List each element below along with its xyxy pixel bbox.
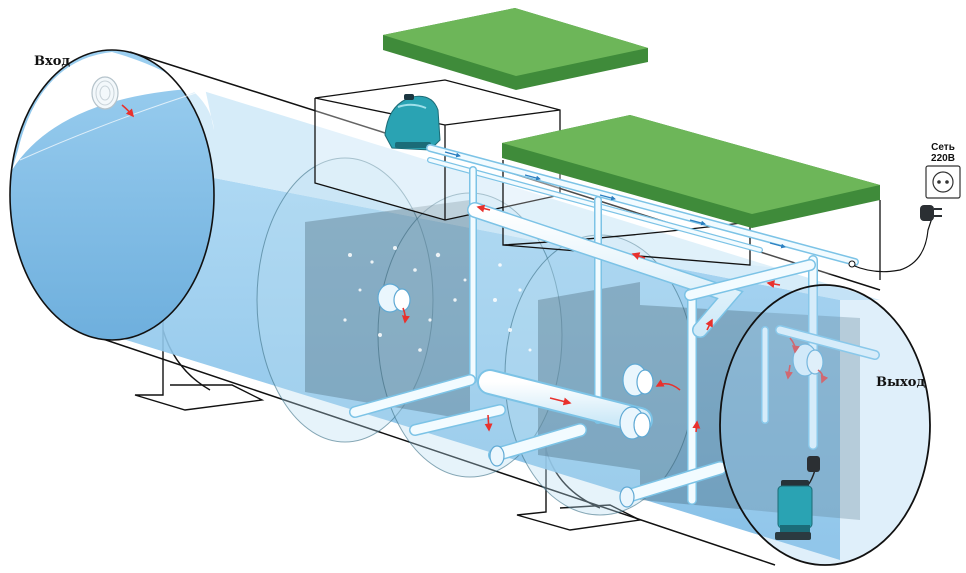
- inlet-label: Вход: [34, 54, 70, 69]
- flow-arrows: [401, 204, 829, 433]
- outlet-label: Выход: [876, 375, 925, 390]
- power-cord: [848, 217, 933, 273]
- tank-end-left: [9, 49, 215, 341]
- power-socket-icon: [925, 165, 961, 199]
- flow-arrow-icon: [121, 104, 135, 118]
- lid-left: [383, 8, 648, 90]
- inlet-pipe: [91, 76, 119, 110]
- power-label-line1: Сеть: [931, 142, 955, 153]
- air-bubbles: [343, 246, 532, 352]
- lid-right: [502, 115, 880, 228]
- air-flow-arrows: [444, 151, 786, 249]
- power-label-line2: 220В: [931, 153, 955, 164]
- pipe-openings: [377, 283, 824, 508]
- submersible-pump-icon: [775, 456, 820, 540]
- tank-end-right: [719, 284, 931, 566]
- recirculation-pipe: [467, 202, 816, 338]
- power-plug-icon: [920, 205, 942, 221]
- compressor-icon: [384, 94, 441, 151]
